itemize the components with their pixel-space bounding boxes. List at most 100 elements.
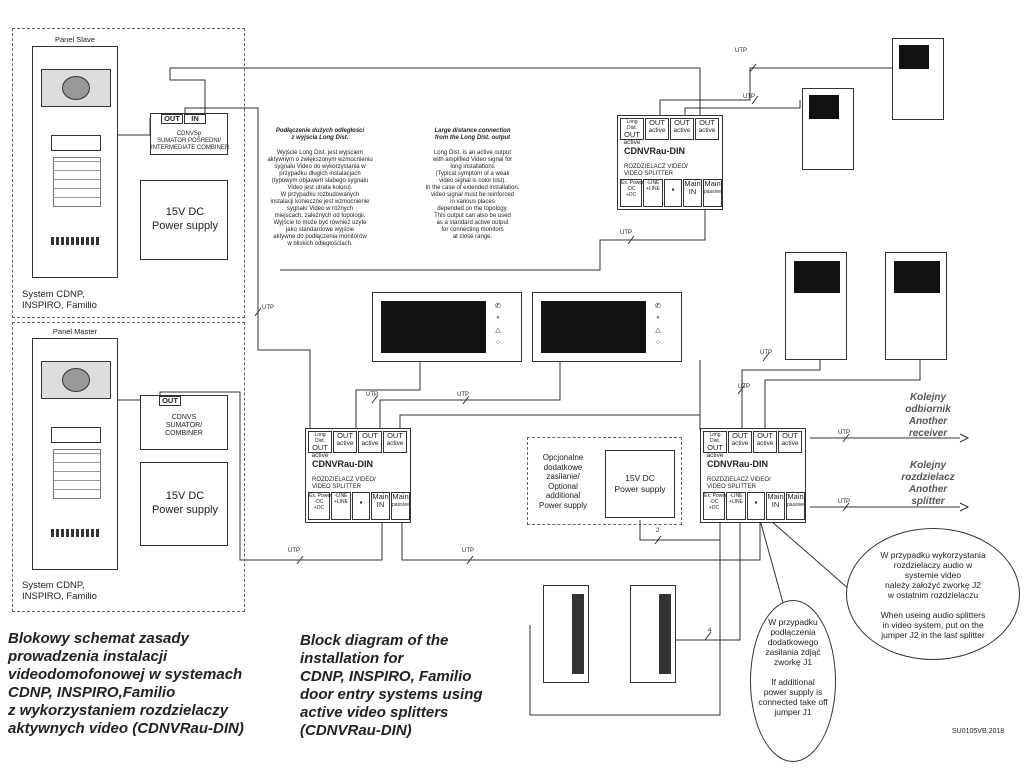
monitor-buttons: ✆⚬△○ xyxy=(655,303,661,346)
door-panel-slave xyxy=(32,46,118,278)
port-out-label: OUT xyxy=(782,431,798,440)
port-passive-label: passive xyxy=(787,502,804,508)
handset-monitor-top xyxy=(892,38,944,120)
port-main-label: Main xyxy=(767,492,784,501)
terminal-line: -LINE +LINE xyxy=(726,492,746,520)
camera-module xyxy=(41,69,111,107)
port-main-label: Main xyxy=(684,179,701,188)
optional-power-supply-label: 15V DC Power supply xyxy=(614,473,666,494)
port-active-label: active xyxy=(311,452,329,459)
port-main-label: Main xyxy=(704,179,721,188)
note-jumper-j2 xyxy=(846,528,1020,660)
long-dist-title-en: Large distance connection from the Long … xyxy=(434,128,511,141)
port-out-label: OUT xyxy=(732,431,748,440)
camera-lens-icon xyxy=(62,76,90,100)
terminal-dc-label: -DC +DC xyxy=(708,499,720,511)
keypad xyxy=(53,449,101,499)
port-active-label: active xyxy=(731,440,749,447)
slim-monitor-left xyxy=(785,252,847,360)
terminal-jumper: ▪ xyxy=(664,179,682,207)
utp-label: UTP xyxy=(735,48,747,54)
port-active-label: active xyxy=(623,139,641,146)
utp-label: UTP xyxy=(288,548,300,554)
panel-master-region xyxy=(12,322,245,612)
display xyxy=(51,135,101,151)
port-active-label: active xyxy=(648,127,666,134)
slim-monitor-right xyxy=(885,252,947,360)
monitor-screen xyxy=(899,45,929,69)
panel-slave-title: Panel Slave xyxy=(54,35,96,44)
utp-label: UTP xyxy=(462,548,474,554)
power-supply-bottom: 15V DC Power supply xyxy=(140,462,228,546)
handset-icon xyxy=(572,594,584,674)
port-active-label: active xyxy=(698,127,716,134)
door-panel-master xyxy=(32,338,118,570)
long-dist-title-pl: Podłączenie dużych odległości z wyjścia … xyxy=(275,128,365,141)
port-out-label: OUT xyxy=(624,130,640,139)
speaker-grille xyxy=(51,529,99,537)
wire-count-four: 4 xyxy=(708,628,712,634)
terminal-ex-power: Ex. Power-DC +DC xyxy=(308,492,332,520)
port-out-label: OUT xyxy=(707,443,723,452)
splitter-name: CDNVRau-DIN xyxy=(312,459,374,469)
combiner-top-in-port: IN xyxy=(184,114,206,124)
utp-label: UTP xyxy=(760,350,772,356)
master-system-caption: System CDNP, INSPIRO, Familio xyxy=(22,580,97,602)
port-small-label: Long Dist. xyxy=(626,119,638,131)
note-j1-text: W przypadku podłączenia dodatkowego zasi… xyxy=(758,617,828,717)
optional-supply-label: Opcjonalne dodatkowe zasilanie/ Optional… xyxy=(538,453,588,510)
next-splitter-label: Kolejny rozdzielacz Another splitter xyxy=(901,460,955,507)
display xyxy=(51,427,101,443)
monitor-screen xyxy=(794,261,840,293)
port-active-label: active xyxy=(706,452,724,459)
splitter-name: CDNVRau-DIN xyxy=(624,146,686,156)
terminal-jumper: ▪ xyxy=(747,492,765,520)
combiner-top-out-port: OUT xyxy=(161,114,183,124)
port-passive-label: passive xyxy=(704,189,721,195)
jumper-icon: ▪ xyxy=(671,185,675,194)
port-out-label: OUT xyxy=(337,431,353,440)
jumper-icon: ▪ xyxy=(359,498,363,507)
terminal-ex-power-label: Ex. Power xyxy=(309,493,332,499)
monitor-left: ✆⚬△○ xyxy=(372,292,522,362)
terminal-ex-power: Ex. Power-DC +DC xyxy=(703,492,727,520)
document-code: SU0105VB.2018 xyxy=(952,728,1005,735)
terminal-ex-power-label: Ex. Power xyxy=(704,493,727,499)
port-active-label: active xyxy=(673,127,691,134)
port-main-in-label: IN xyxy=(688,187,697,196)
audio-handset-right xyxy=(630,585,676,683)
combiner-main: OUT CDNVS SUMATOR/ COMBINER xyxy=(140,395,228,450)
keypad xyxy=(53,157,101,207)
utp-label: UTP xyxy=(620,230,632,236)
port-main-in-label: IN xyxy=(376,500,385,509)
terminal-dc-label: -DC +DC xyxy=(313,499,325,511)
optional-supply-region xyxy=(527,437,682,525)
note-jumper-j1 xyxy=(750,600,836,762)
splitter-name: CDNVRau-DIN xyxy=(707,459,769,469)
terminal-ex-power: Ex. Power-DC +DC xyxy=(620,179,644,207)
monitor-screen xyxy=(894,261,940,293)
port-passive-label: passive xyxy=(392,502,409,508)
panel-master-title: Panel Master xyxy=(52,327,98,336)
handset-icon xyxy=(659,594,671,674)
port-main-label: Main xyxy=(787,492,804,501)
utp-label: UTP xyxy=(743,94,755,100)
note-j2-text: W przypadku wykorzystania rozdzielaczy a… xyxy=(880,550,986,640)
monitor-screen xyxy=(381,301,486,353)
combiner-top-label: CDNVSp SUMATOR POŚREDNI/ INTERMEDIATE CO… xyxy=(151,131,230,151)
terminal-ex-power-label: Ex. Power xyxy=(621,180,644,186)
camera-module xyxy=(41,361,111,399)
